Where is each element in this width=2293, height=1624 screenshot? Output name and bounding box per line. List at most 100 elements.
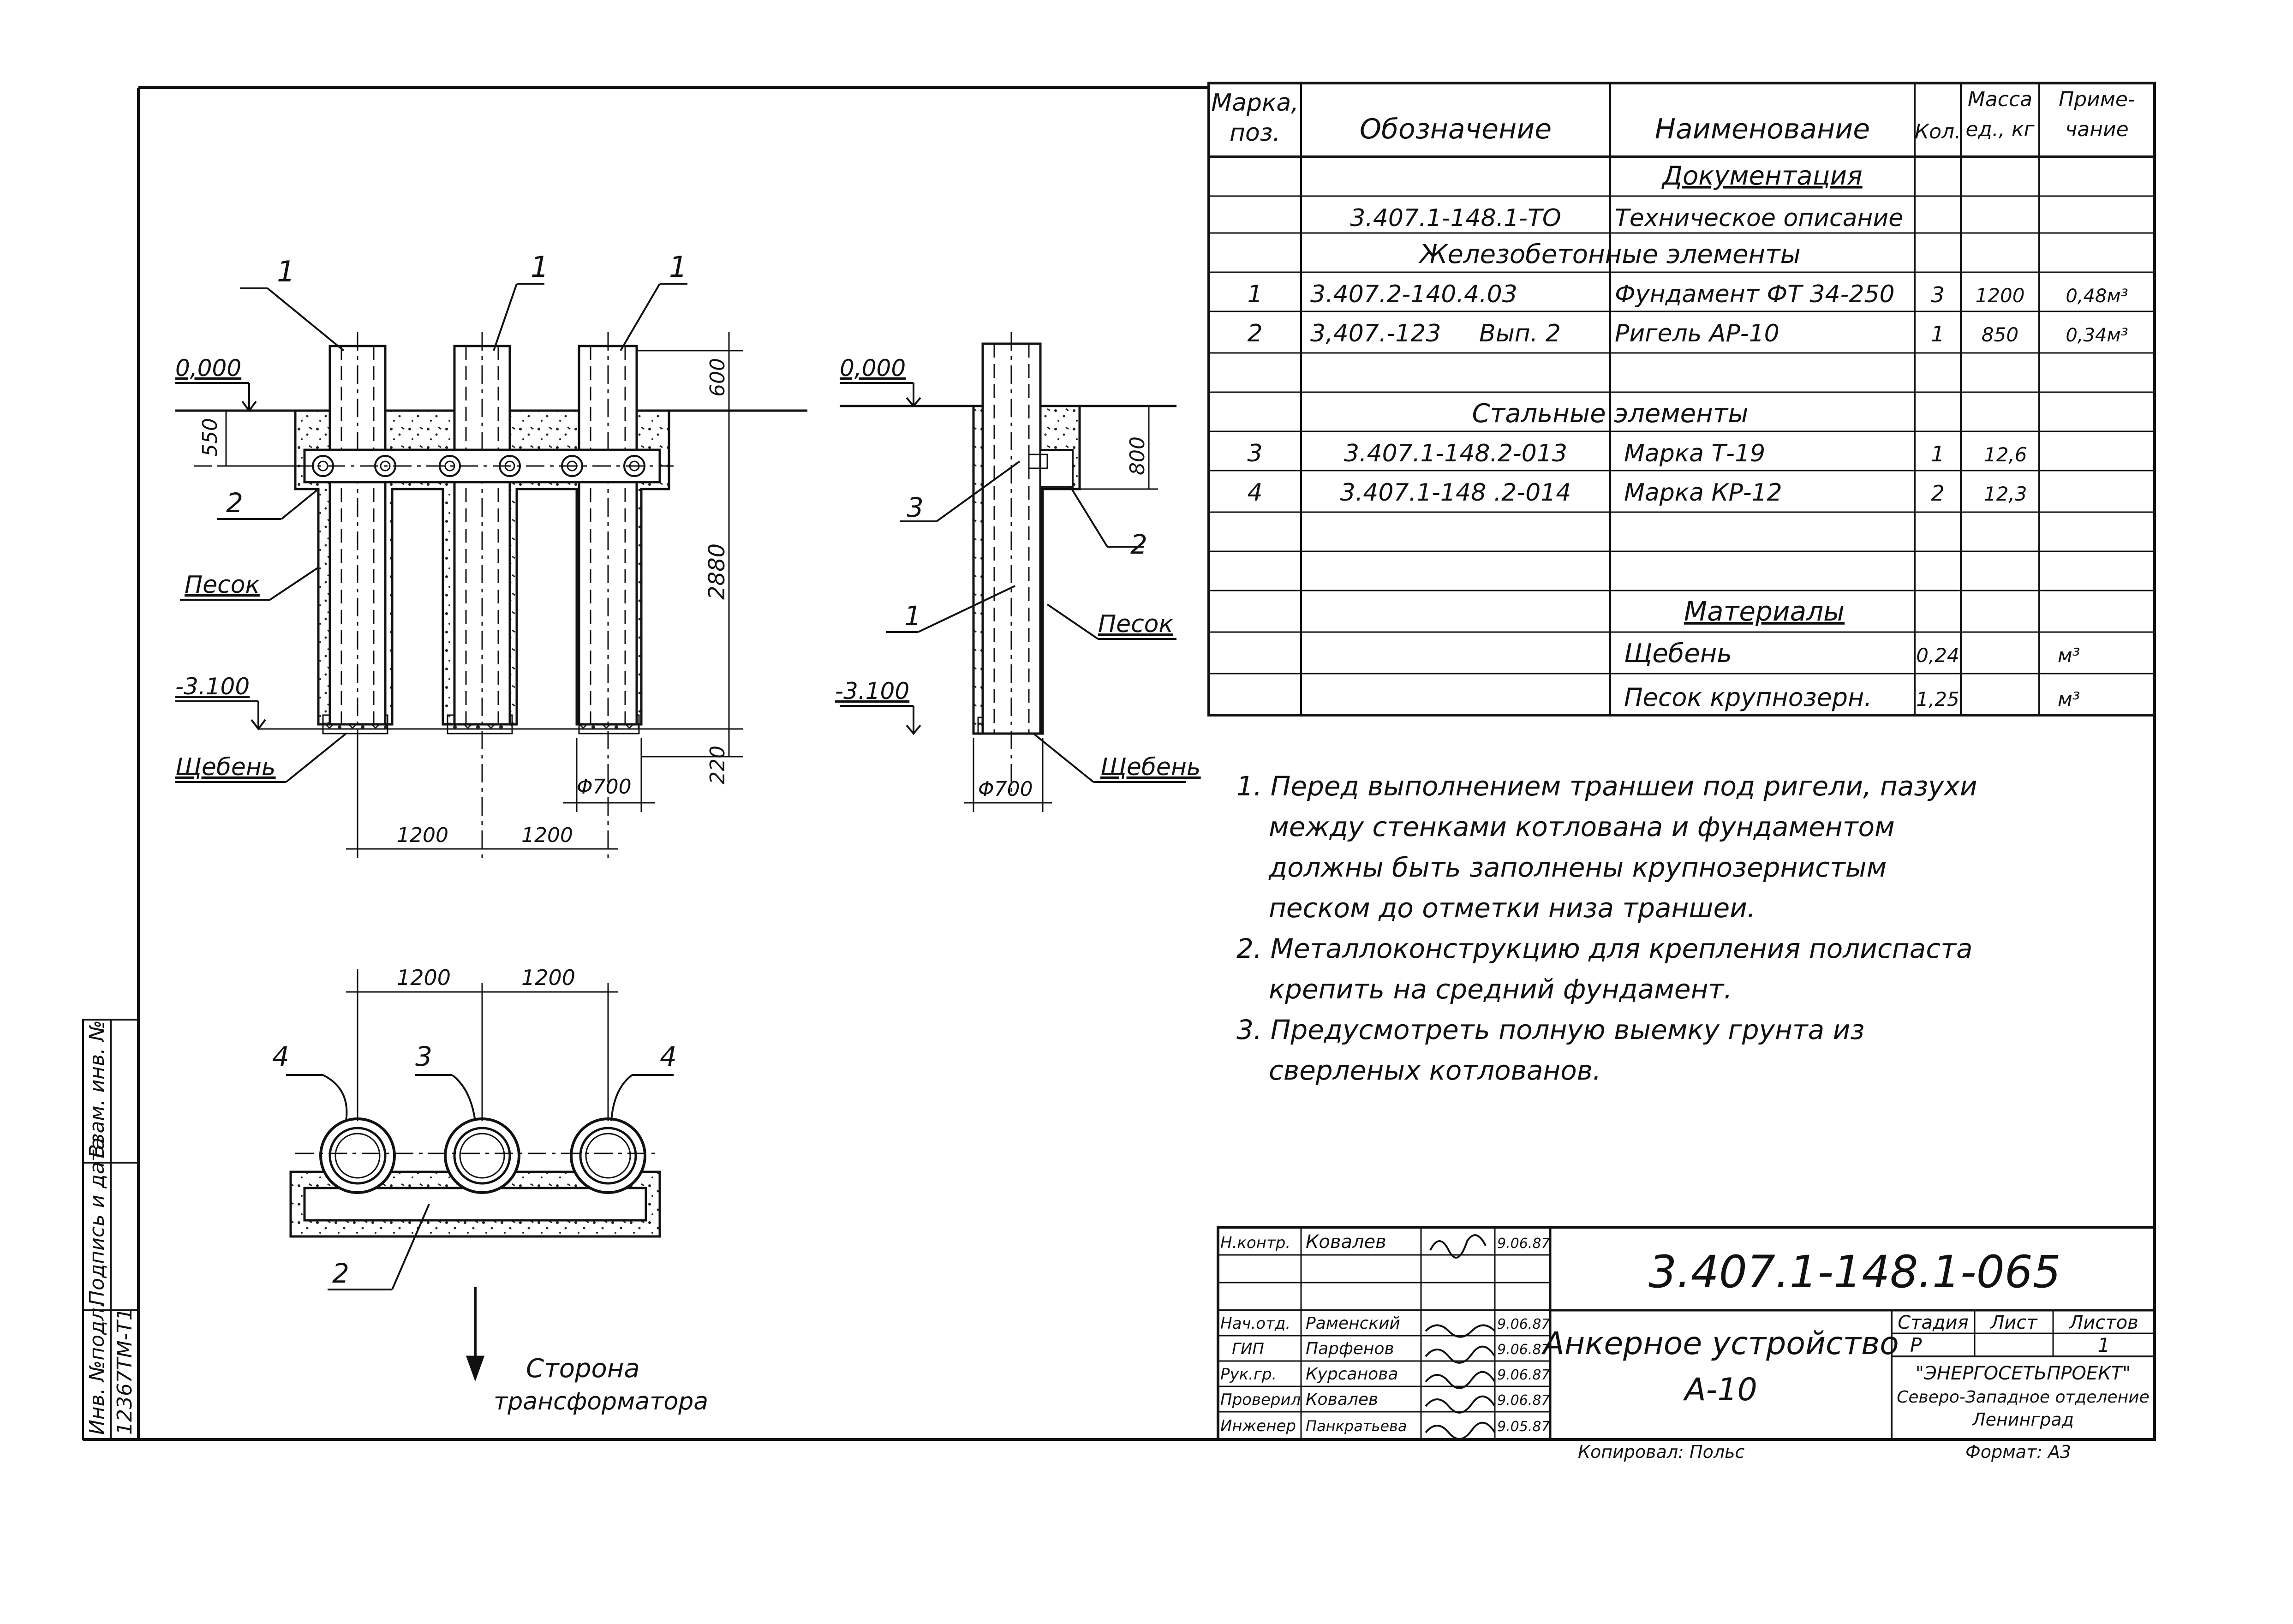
front-dim-550: 550: [198, 418, 222, 457]
stamp-original-inv: Инв. №подл.: [85, 1301, 109, 1435]
row-12-name: Песок крупнозерн.: [1624, 683, 1872, 712]
org-line-3: Ленинград: [1971, 1409, 2074, 1430]
title-line-2: А-10: [1683, 1372, 1757, 1408]
row-8-qty: 2: [1931, 481, 1944, 506]
front-callout-1a: 1: [277, 255, 295, 288]
row-4-qty: 1: [1931, 322, 1944, 346]
side-gravel-label: Щебень: [1100, 753, 1201, 781]
role-2-name: Раменский: [1306, 1314, 1400, 1333]
row-3-designation: 3.407.2-140.4.03: [1310, 281, 1517, 308]
sheets-label: Листов: [2068, 1312, 2138, 1333]
left-stamp: [82, 1019, 139, 1440]
role-3-title: ГИП: [1232, 1340, 1264, 1358]
front-view: [175, 283, 807, 858]
col-header-pos-2: поз.: [1230, 119, 1280, 147]
row-4-pos: 2: [1247, 320, 1262, 347]
row-8-designation: 3.407.1-148 .2-014: [1340, 479, 1571, 507]
sheets-value: 1: [2098, 1334, 2110, 1356]
row-0-name: Документация: [1661, 161, 1862, 191]
front-dim-220: 220: [706, 746, 729, 784]
row-1-name: Техническое описание: [1615, 204, 1903, 232]
side-callout-2: 2: [1130, 529, 1147, 560]
row-3-pos: 1: [1247, 281, 1262, 308]
col-header-mass-2: ед., кг: [1965, 118, 2035, 141]
notes-block: 1. Перед выполнением траншеи под ригели,…: [1236, 766, 2021, 1091]
side-view: [840, 332, 1186, 812]
plan-callout-2: 2: [332, 1258, 349, 1289]
role-4-title: Рук.гр.: [1220, 1365, 1277, 1384]
row-12-note: м³: [2058, 688, 2080, 710]
role-0-name: Ковалев: [1306, 1231, 1386, 1253]
side-callout-1: 1: [904, 600, 921, 632]
sheet-label: Лист: [1989, 1312, 2038, 1333]
role-5-title: Проверил: [1220, 1391, 1301, 1409]
role-4-date: 9.06.87: [1497, 1367, 1550, 1383]
role-6-name: Панкратьева: [1306, 1417, 1407, 1435]
row-8-mass: 12,3: [1984, 483, 2027, 505]
title-line-1: Анкерное устройство: [1541, 1325, 1899, 1362]
plan-view: [286, 969, 674, 1382]
note-line: 2. Металлоконструкцию для крепления поли…: [1236, 933, 1973, 964]
col-header-pos-1: Марка,: [1211, 89, 1299, 117]
role-6-title: Инженер: [1220, 1417, 1296, 1435]
note-line: крепить на средний фундамент.: [1269, 973, 1732, 1005]
note-line: должны быть заполнены крупнозернистым: [1269, 852, 1887, 883]
note-line: 1. Перед выполнением траншеи под ригели,…: [1236, 770, 1977, 802]
row-3-name: Фундамент ФТ 34-250: [1615, 281, 1895, 308]
side-sand-label: Песок: [1098, 610, 1173, 638]
row-8-name: Марка КР-12: [1624, 479, 1782, 507]
spec-table-grid: [1207, 82, 2156, 716]
role-6-date: 9.05.87: [1497, 1419, 1550, 1435]
side-level-bottom: -3.100: [835, 678, 909, 705]
front-level-bottom: -3.100: [175, 673, 250, 700]
front-dim-600: 600: [706, 358, 729, 397]
doc-code: 3.407.1-148.1-065: [1648, 1246, 2061, 1298]
role-0-date: 9.06.87: [1497, 1236, 1550, 1252]
row-7-pos: 3: [1247, 440, 1262, 467]
front-dim-1200a: 1200: [397, 824, 448, 847]
col-header-mass-1: Масса: [1968, 88, 2032, 111]
front-dim-d700: Φ700: [577, 775, 632, 799]
stage-value: Р: [1910, 1334, 1922, 1356]
role-3-name: Парфенов: [1306, 1339, 1394, 1358]
front-dim-2880: 2880: [704, 543, 730, 600]
row-3-mass: 1200: [1976, 284, 2025, 307]
role-4-name: Курсанова: [1306, 1365, 1398, 1384]
col-header-note-2: чание: [2065, 118, 2128, 141]
copied-by: Копировал: Польс: [1578, 1442, 1744, 1462]
row-11-note: м³: [2058, 644, 2080, 667]
front-gravel-label: Щебень: [175, 753, 276, 781]
row-11-name: Щебень: [1624, 639, 1732, 669]
col-header-note-1: Приме-: [2059, 88, 2135, 111]
front-sand-label: Песок: [185, 571, 260, 599]
front-callout-1c: 1: [669, 250, 687, 284]
row-7-mass: 12,6: [1984, 443, 2027, 466]
row-8-pos: 4: [1247, 479, 1262, 507]
row-3-note: 0,48м³: [2066, 286, 2128, 307]
role-3-date: 9.06.87: [1497, 1342, 1550, 1358]
row-4-designation: 3,407.-123 Вып. 2: [1310, 320, 1561, 347]
plan-callout-4b: 4: [660, 1041, 677, 1072]
row-7-designation: 3.407.1-148.2-013: [1344, 440, 1567, 467]
role-5-date: 9.06.87: [1497, 1392, 1550, 1409]
col-header-qty: Кол.: [1915, 120, 1961, 143]
row-12-qty: 1,25: [1916, 688, 1959, 710]
side-level-top: 0,000: [840, 355, 906, 382]
note-line: между стенками котлована и фундаментом: [1269, 811, 1895, 842]
side-dim-800: 800: [1126, 436, 1149, 475]
plan-side-label-2: трансформатора: [494, 1388, 708, 1415]
col-header-name: Наименование: [1655, 113, 1870, 145]
row-4-note: 0,34м³: [2066, 325, 2128, 346]
front-callout-2: 2: [226, 487, 243, 519]
plan-callout-4a: 4: [272, 1041, 289, 1072]
stamp-replacement-inv: Взам. инв. №: [85, 1020, 109, 1158]
role-2-title: Нач.отд.: [1220, 1314, 1290, 1333]
row-2-name: Железобетонные элементы: [1418, 239, 1801, 269]
row-10-name: Материалы: [1684, 596, 1845, 627]
role-5-name: Ковалев: [1306, 1390, 1378, 1409]
row-7-name: Марка Т-19: [1624, 440, 1765, 467]
front-dim-1200b: 1200: [521, 824, 573, 847]
stage-label: Стадия: [1898, 1312, 1968, 1333]
role-0-title: Н.контр.: [1220, 1234, 1290, 1252]
side-dim-d700: Φ700: [978, 777, 1033, 801]
